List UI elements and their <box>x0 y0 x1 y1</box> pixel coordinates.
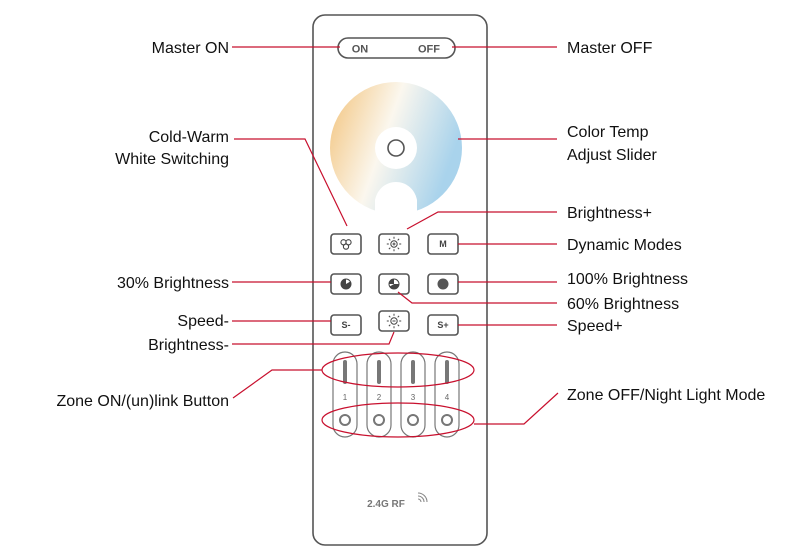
callout-labels: Master ON Master OFF Cold-Warm White Swi… <box>56 40 765 410</box>
brightness-30-icon <box>340 278 352 290</box>
rf-label: 2.4G RF <box>367 499 405 510</box>
off-label[interactable]: OFF <box>418 44 440 56</box>
speed-plus-button[interactable]: S+ <box>427 314 459 336</box>
wheel-center-button[interactable] <box>387 139 405 157</box>
brightness-plus-button[interactable] <box>378 233 410 255</box>
wheel-notch <box>375 182 417 214</box>
zone-button-2[interactable]: 2 <box>366 351 392 438</box>
callout-brightness-30: 30% Brightness <box>117 275 229 292</box>
callout-zone-off: Zone OFF/Night Light Mode <box>567 387 765 404</box>
leader-zone-on <box>232 369 322 399</box>
leader-brightness-minus <box>232 331 395 345</box>
brightness-30-button[interactable] <box>330 273 362 295</box>
color-temp-wheel[interactable] <box>330 82 462 214</box>
zone-off-ring-icon <box>373 414 385 426</box>
callout-color-temp-line1: Color Temp <box>567 124 649 141</box>
callout-cold-warm-line1: Cold-Warm <box>149 129 229 146</box>
callout-master-on: Master ON <box>152 40 229 57</box>
speed-plus-label: S+ <box>437 320 448 330</box>
callout-speed-minus: Speed- <box>177 313 229 330</box>
speed-minus-label: S- <box>342 320 351 330</box>
callout-dynamic-modes: Dynamic Modes <box>567 237 682 254</box>
zone-button-1[interactable]: 1 <box>332 351 358 438</box>
cold-warm-icon <box>340 239 352 250</box>
zone-off-ring-icon <box>339 414 351 426</box>
leader-brightness-60 <box>397 291 557 304</box>
callout-speed-plus: Speed+ <box>567 318 623 335</box>
callout-brightness-minus: Brightness- <box>148 337 229 354</box>
zone-off-highlight <box>321 402 475 438</box>
zone-number: 4 <box>445 393 450 402</box>
callout-color-temp-line2: Adjust Slider <box>567 147 657 164</box>
leader-cold-warm <box>234 138 348 227</box>
mode-button[interactable]: M <box>427 233 459 255</box>
zone-number: 3 <box>411 393 416 402</box>
on-label[interactable]: ON <box>352 44 369 56</box>
mode-label: M <box>439 239 447 249</box>
zone-off-ring-icon <box>441 414 453 426</box>
callout-cold-warm-line2: White Switching <box>115 151 229 168</box>
zone-number: 1 <box>343 393 348 402</box>
sun-minus-icon <box>386 313 402 329</box>
callout-brightness-100: 100% Brightness <box>567 271 688 288</box>
leader-zone-off <box>474 392 559 425</box>
sun-plus-icon <box>386 236 402 252</box>
callout-master-off: Master OFF <box>567 40 653 57</box>
master-on-off-switch[interactable]: ON OFF <box>337 37 456 59</box>
zone-off-ring-icon <box>407 414 419 426</box>
brightness-60-button[interactable] <box>378 273 410 295</box>
brightness-minus-button[interactable] <box>378 310 410 332</box>
on-off-pill <box>337 37 456 59</box>
zone-number: 2 <box>377 393 382 402</box>
brightness-100-button[interactable] <box>427 273 459 295</box>
wireless-signal-icon <box>417 492 428 503</box>
leader-brightness-plus <box>406 211 557 230</box>
speed-minus-button[interactable]: S- <box>330 314 362 336</box>
brightness-100-icon <box>437 278 449 290</box>
leader-lines <box>232 46 559 425</box>
brightness-60-icon <box>388 278 400 290</box>
zone-button-4[interactable]: 4 <box>434 351 460 438</box>
callout-brightness-plus: Brightness+ <box>567 205 652 222</box>
callout-brightness-60: 60% Brightness <box>567 296 679 313</box>
cold-warm-button[interactable] <box>330 233 362 255</box>
callout-zone-on: Zone ON/(un)link Button <box>56 393 229 410</box>
zone-button-3[interactable]: 3 <box>400 351 426 438</box>
